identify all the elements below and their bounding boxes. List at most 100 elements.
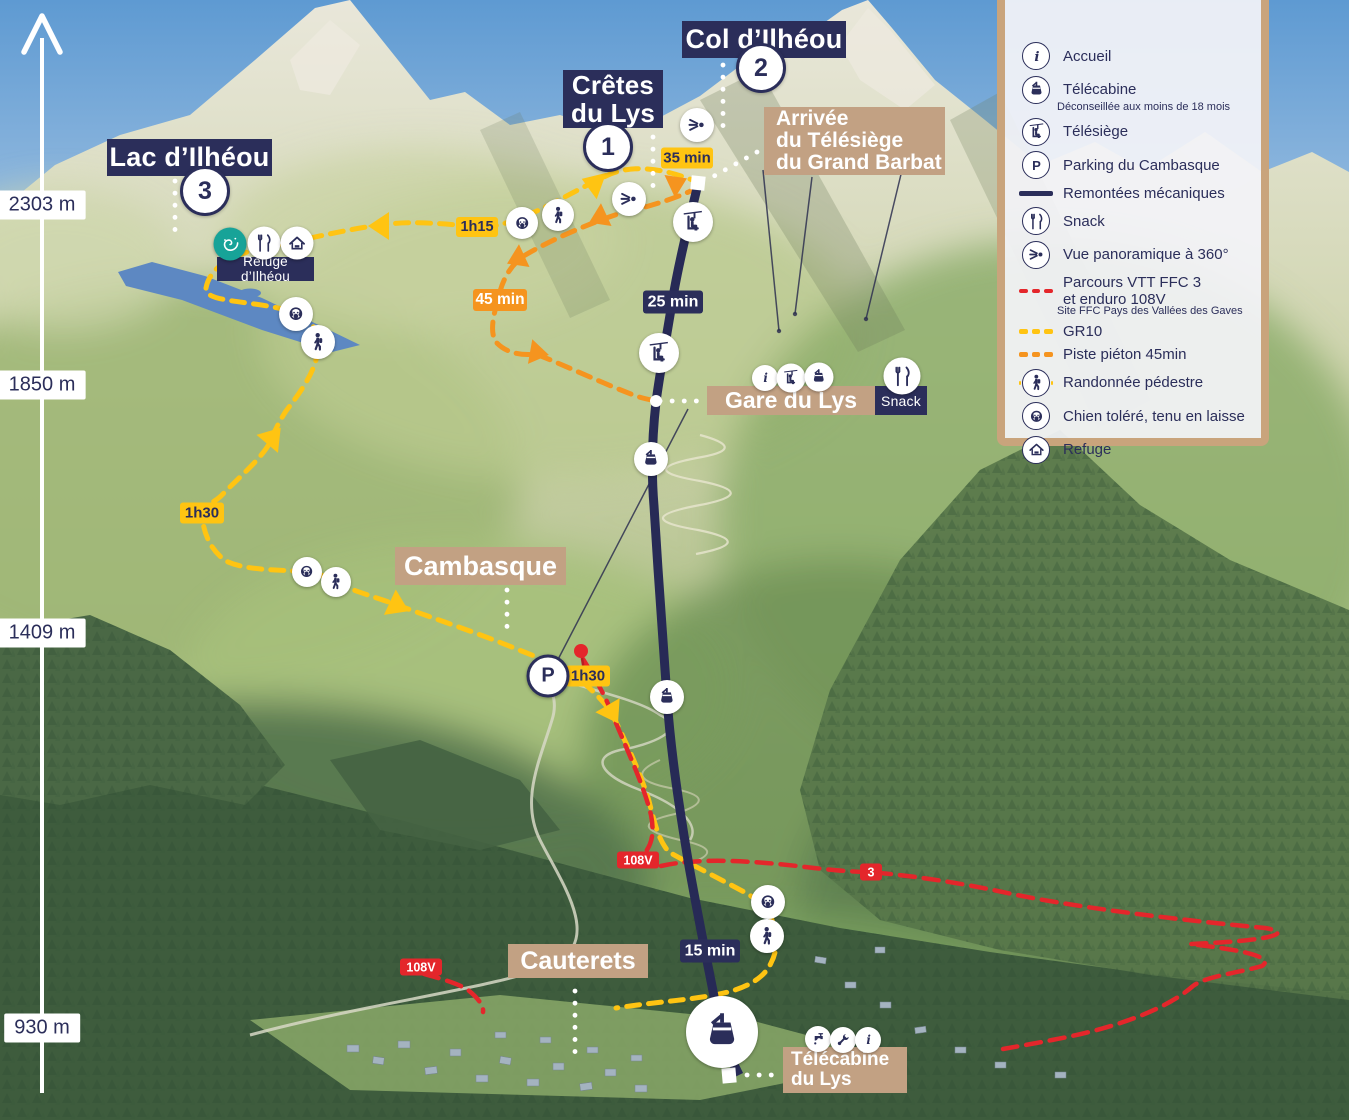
legend-label: Télésiège bbox=[1063, 123, 1129, 140]
legend-label: GR10 bbox=[1063, 323, 1103, 340]
refuge-icon bbox=[280, 226, 314, 260]
orange-dash-swatch bbox=[1019, 352, 1054, 357]
lift-station-top bbox=[690, 175, 706, 191]
chairlift-icon bbox=[673, 202, 713, 242]
label-telecabine-line1: Télécabine bbox=[791, 1049, 890, 1070]
badge-ffc-3: 3 bbox=[860, 863, 882, 881]
legend-label: Snack bbox=[1063, 212, 1105, 230]
route-vtt bbox=[421, 656, 1280, 1052]
route-direction-arrows bbox=[256, 172, 687, 724]
legend-label: Parking du Cambasque bbox=[1063, 156, 1220, 174]
label-arrivee-telesiege: Arrivée du Télésiège du Grand Barbat bbox=[764, 107, 945, 175]
label-telecabine-line2: du Lys bbox=[791, 1069, 852, 1090]
chairlift-icon bbox=[776, 363, 806, 393]
legend-panel: Accueil Télécabine Déconseillée aux moin… bbox=[997, 0, 1269, 464]
info-icon bbox=[1022, 42, 1050, 70]
gondola-icon bbox=[634, 442, 668, 476]
label-arrivee-line3: du Grand Barbat bbox=[776, 151, 942, 174]
legend-item-parking: Parking du Cambasque bbox=[1019, 151, 1251, 179]
parking-icon: P bbox=[526, 654, 570, 698]
repair-wrench-icon bbox=[830, 1027, 856, 1053]
legend-label: Parcours VTT FFC 3 et enduro 108V bbox=[1063, 274, 1201, 308]
badge-1h30-parking: 1h30 bbox=[566, 665, 610, 687]
legend-item-refuge: Refuge bbox=[1019, 435, 1251, 464]
label-cretes-du-lys: Crêtes du Lys bbox=[563, 70, 663, 128]
altitude-1409: 1409 m bbox=[0, 618, 86, 648]
badge-1h15: 1h15 bbox=[456, 217, 498, 237]
gondola-icon bbox=[650, 680, 684, 714]
legend-label: Chien toléré, tenu en laisse bbox=[1063, 407, 1245, 425]
gondola-icon bbox=[1022, 75, 1050, 104]
legend-item-snack: Snack bbox=[1019, 207, 1251, 235]
badge-1h30-west: 1h30 bbox=[180, 502, 224, 524]
legend-label-line1: Parcours VTT FFC 3 bbox=[1063, 274, 1202, 291]
label-cretes-line1: Crêtes bbox=[571, 70, 655, 100]
lift-station-bottom bbox=[721, 1067, 737, 1084]
panorama-icon bbox=[612, 182, 646, 216]
gondola-icon bbox=[804, 362, 834, 392]
altitude-2303: 2303 m bbox=[0, 190, 86, 220]
legend-item-telesiege: Télésiège bbox=[1019, 117, 1251, 146]
badge-35min: 35 min bbox=[661, 147, 713, 169]
dog-icon bbox=[279, 297, 313, 331]
hiker-icon bbox=[750, 919, 784, 953]
label-connectors bbox=[172, 62, 782, 1078]
legend-label: Remontées mécaniques bbox=[1063, 184, 1225, 202]
telecabine-station-icon bbox=[686, 996, 758, 1068]
marker-number-2: 2 bbox=[736, 43, 786, 93]
altitude-930: 930 m bbox=[4, 1013, 80, 1043]
badge-15min: 15 min bbox=[680, 939, 740, 963]
legend-item-gr10: GR10 bbox=[1019, 323, 1251, 340]
label-arrivee-line1: Arrivée bbox=[776, 107, 849, 130]
legend-label: Randonnée pédestre bbox=[1063, 374, 1204, 391]
legend-item-telecabine: Télécabine bbox=[1019, 75, 1251, 104]
legend-item-remontees: Remontées mécaniques bbox=[1019, 185, 1251, 202]
snack-icon bbox=[883, 357, 921, 395]
chairlift-icon bbox=[1022, 117, 1050, 146]
dog-icon bbox=[292, 557, 322, 587]
parking-icon bbox=[1022, 151, 1050, 179]
legend-label: Refuge bbox=[1063, 441, 1112, 458]
yellow-dash-stub bbox=[1051, 380, 1053, 385]
legend-item-chien: Chien toléré, tenu en laisse bbox=[1019, 402, 1251, 430]
label-refuge-ilheou: Refuge d’Ilhéou bbox=[217, 254, 314, 284]
dog-icon bbox=[1022, 402, 1050, 430]
snack-icon bbox=[1022, 207, 1050, 235]
legend-item-accueil: Accueil bbox=[1019, 42, 1251, 70]
dog-icon bbox=[751, 885, 785, 919]
legend-label: Accueil bbox=[1063, 47, 1112, 65]
label-cauterets: Cauterets bbox=[508, 944, 648, 978]
hiker-icon bbox=[321, 567, 351, 597]
route-pieton bbox=[490, 184, 702, 404]
lift-line-swatch bbox=[1019, 190, 1053, 196]
info-icon bbox=[752, 365, 778, 391]
restaurant-icon bbox=[247, 226, 281, 260]
info-icon bbox=[855, 1027, 881, 1053]
badge-25min: 25 min bbox=[643, 290, 703, 314]
legend-item-panorama: Vue panoramique à 360° bbox=[1019, 240, 1251, 269]
legend-item-randonnee: Randonnée pédestre bbox=[1019, 368, 1251, 397]
badge-45min: 45 min bbox=[473, 289, 527, 311]
panorama-icon bbox=[680, 108, 714, 142]
legend-label: Piste piéton 45min bbox=[1063, 346, 1187, 363]
chairlift-icon bbox=[639, 333, 679, 373]
legend-label-line2: et enduro 108V bbox=[1063, 291, 1166, 308]
panorama-icon bbox=[1022, 240, 1050, 269]
village-buildings bbox=[346, 946, 1067, 1093]
yellow-dash-swatch bbox=[1019, 329, 1054, 334]
water-tap-icon bbox=[805, 1026, 831, 1052]
label-cambasque: Cambasque bbox=[395, 547, 566, 585]
refuge-logo-icon bbox=[213, 227, 247, 261]
marker-number-1: 1 bbox=[583, 122, 633, 172]
badge-108v-lower: 108V bbox=[400, 958, 442, 976]
hiker-icon bbox=[1022, 368, 1050, 397]
legend-sublabel: Site FFC Pays des Vallées des Gaves bbox=[1057, 305, 1243, 317]
badge-108v-upper: 108V bbox=[617, 851, 659, 869]
legend-label: Télécabine bbox=[1063, 81, 1137, 98]
altitude-1850: 1850 m bbox=[0, 370, 86, 400]
dog-icon bbox=[506, 207, 538, 239]
hiker-icon bbox=[301, 325, 335, 359]
legend-item-pieton: Piste piéton 45min bbox=[1019, 346, 1251, 363]
legend-sublabel: Déconseillée aux moins de 18 mois bbox=[1057, 100, 1231, 113]
